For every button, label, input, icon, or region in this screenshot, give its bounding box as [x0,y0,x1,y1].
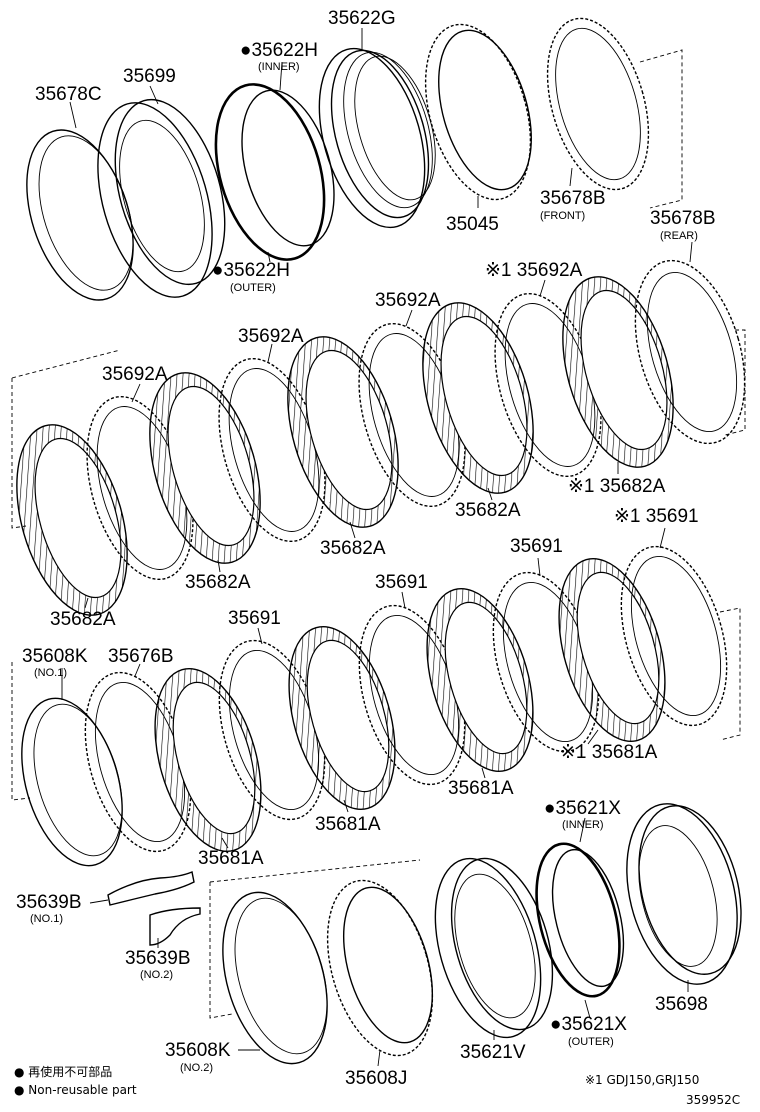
label-35676b: 35676B [108,646,174,667]
label-35691-1: 35691 [228,608,281,629]
label-35681a-2: 35681A [315,814,381,835]
label-35681a-3: 35681A [448,778,514,799]
clutch-pack-upper [16,259,746,616]
friction-disc-35682a-3 [287,336,399,528]
label-35622h-outer-sub: (OUTER) [230,282,276,294]
label-35622h-inner: ●35622H [240,40,318,61]
legend-non-reusable-jp: ● 再使用不可部品 [14,1064,112,1079]
label-35692a-2: 35692A [238,326,304,347]
friction-disc-35682a-5 [562,276,674,468]
snap-ring-35608k-no1 [21,697,123,867]
label-35691-4: ※1 35691 [614,506,699,527]
label-35692a-4: ※1 35692A [485,260,583,281]
label-35622h-outer: ●35622H [212,260,290,281]
label-35639b-no2-sub: (NO.2) [140,969,173,981]
friction-disc-35681a-4 [558,557,666,743]
label-35691-2: 35691 [375,572,428,593]
label-35681a-1: 35681A [198,848,264,869]
label-35621x-outer: ●35621X [550,1014,627,1035]
plate-35678b-rear [634,259,746,445]
label-35678c: 35678C [35,84,102,105]
friction-disc-35681a-1 [154,667,262,853]
drum-35698 [626,803,742,985]
leader-lines [61,28,693,1067]
label-35622g: 35622G [328,8,396,29]
spring-retainer-35045 [424,23,532,201]
o-ring-35622h [214,83,335,261]
label-35639b-no2: 35639B [125,948,191,969]
label-35608k-no2-sub: (NO.2) [180,1062,213,1074]
drum-35699 [97,98,226,298]
retainer-35608j [326,879,434,1057]
label-35621v: 35621V [460,1042,526,1063]
o-ring-35621x [535,842,625,998]
label-35608k-no2: 35608K [165,1040,231,1061]
label-35682a-2: 35682A [185,572,251,593]
label-35691-3: 35691 [510,536,563,557]
snap-ring-35608k-no2 [222,891,328,1065]
label-35608k-no1: 35608K [22,646,88,667]
snap-ring-35678c [26,129,134,301]
label-35608k-no1-sub: (NO.1) [34,667,67,679]
label-35621x-outer-sub: (OUTER) [568,1036,614,1048]
friction-disc-35682a-1 [16,424,128,616]
label-35622h-inner-sub: (INNER) [258,61,300,73]
label-35621x-inner-sub: (INNER) [562,819,604,831]
label-35682a-1: 35682A [50,609,116,630]
label-35621x-inner: ●35621X [544,798,621,819]
label-35682a-5: ※1 35682A [568,476,666,497]
label-35692a-3: 35692A [375,290,441,311]
label-35608j: 35608J [345,1068,407,1089]
label-35045: 35045 [446,214,499,235]
footnote-models: ※1 GDJ150,GRJ150 [585,1073,699,1087]
label-35692a-1: 35692A [102,364,168,385]
plate-35678b-front [546,17,650,191]
friction-disc-35682a-2 [149,372,261,564]
piston-35621v [434,857,554,1039]
label-35639b-no1-sub: (NO.1) [30,913,63,925]
label-35699: 35699 [123,66,176,87]
label-35682a-4: 35682A [455,500,521,521]
label-35678b-rear: 35678B [650,208,716,229]
friction-disc-35682a-4 [422,302,534,494]
friction-disc-35681a-3 [426,587,534,773]
label-35678b-front: 35678B [540,188,606,209]
spring-plate-35639b-no2 [149,907,201,948]
clutch-pack-lower [21,545,728,867]
steel-plate-35691-4 [620,545,728,727]
label-35698: 35698 [655,994,708,1015]
label-35639b-no1: 35639B [16,892,82,913]
label-35681a-4: ※1 35681A [560,742,658,763]
label-35678b-rear-sub: (REAR) [660,230,698,242]
piston-35622g [318,47,436,229]
friction-disc-35681a-2 [288,625,396,811]
diagram-id: 359952C [686,1093,740,1107]
spring-plate-35639b-no1 [89,871,195,906]
label-35682a-3: 35682A [320,538,386,559]
label-35678b-front-sub: (FRONT) [540,210,585,222]
legend-non-reusable-en: ● Non-reusable part [14,1083,137,1097]
